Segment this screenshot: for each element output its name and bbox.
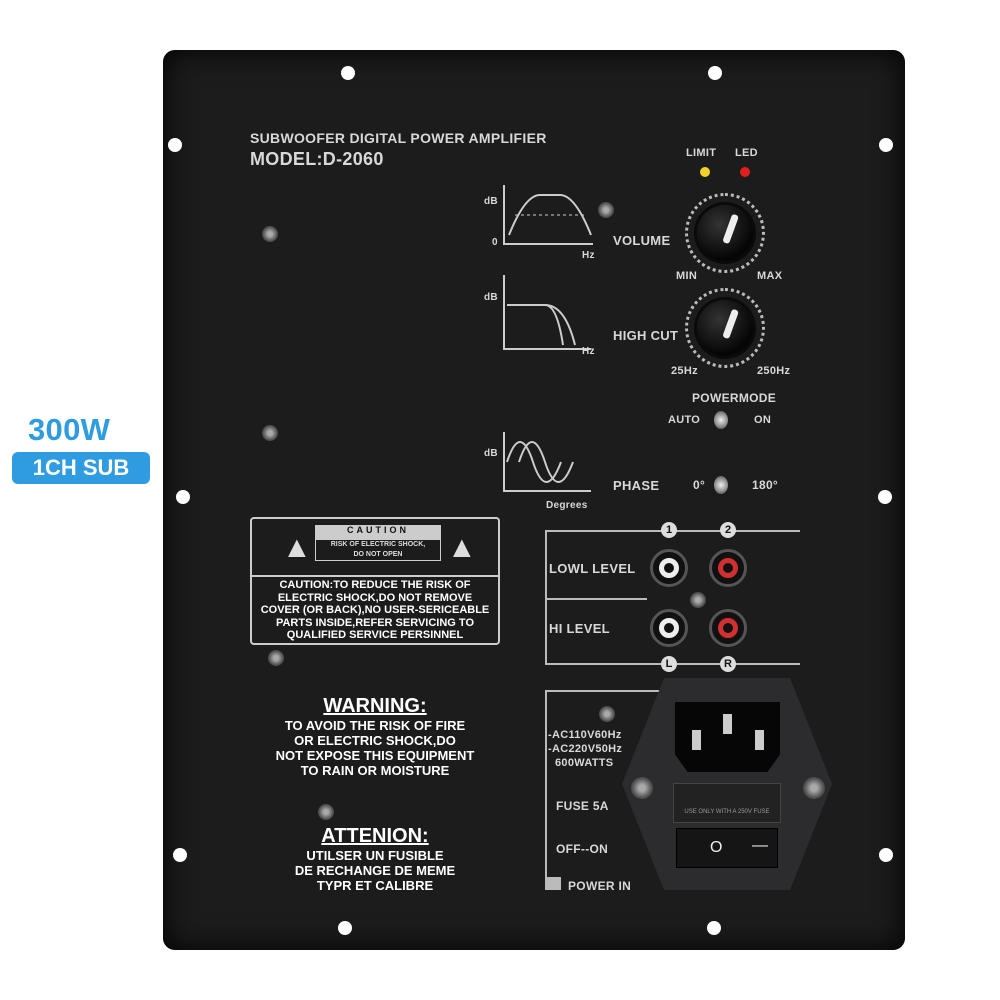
watts-label: 600WATTS bbox=[555, 757, 614, 769]
power-mode-label: POWERMODE bbox=[692, 391, 777, 405]
fuse-holder[interactable]: USE ONLY WITH A 250V FUSE bbox=[673, 783, 781, 823]
volume-graph-icon bbox=[503, 185, 593, 245]
rca-low-left-jack[interactable] bbox=[650, 549, 688, 587]
phase-zero-label: 0° bbox=[693, 478, 706, 492]
power-section bbox=[545, 690, 665, 890]
power-rocker-switch[interactable]: O — bbox=[676, 828, 778, 868]
power-rating: 300W bbox=[28, 412, 111, 447]
graph-x-label: Degrees bbox=[546, 500, 588, 511]
graph-y-label: dB bbox=[484, 196, 498, 207]
model-label: MODEL:D-2060 bbox=[250, 149, 384, 169]
auto-label: AUTO bbox=[668, 414, 701, 426]
channel-badge: 1CH SUB bbox=[12, 452, 150, 484]
left-marker: L bbox=[661, 656, 677, 672]
product-title: SUBWOOFER DIGITAL POWER AMPLIFIER bbox=[250, 130, 547, 146]
high-cut-knob[interactable] bbox=[697, 300, 753, 356]
phase-graph-icon bbox=[503, 432, 591, 492]
voltage-110-label: -AC110V60Hz bbox=[548, 729, 622, 741]
phase-max-label: 180° bbox=[752, 478, 779, 492]
fuse-label: FUSE 5A bbox=[556, 799, 609, 813]
channel-1-marker: 1 bbox=[661, 522, 677, 538]
low-level-label: LOWL LEVEL bbox=[549, 561, 636, 576]
power-in-label: POWER IN bbox=[568, 879, 632, 893]
channel-2-marker: 2 bbox=[720, 522, 736, 538]
volume-max-label: MAX bbox=[757, 270, 783, 282]
lightning-warning-icon: ▲ bbox=[282, 531, 312, 564]
high-cut-min-label: 25Hz bbox=[671, 365, 698, 377]
volume-knob[interactable] bbox=[697, 205, 753, 261]
led-label: LED bbox=[735, 147, 758, 159]
phase-switch[interactable] bbox=[714, 476, 728, 494]
volume-min-label: MIN bbox=[676, 270, 698, 282]
graph-x-label: Hz bbox=[582, 250, 595, 261]
high-cut-max-label: 250Hz bbox=[757, 365, 791, 377]
limit-label: LIMIT bbox=[686, 147, 717, 159]
power-socket[interactable] bbox=[675, 702, 780, 772]
rca-low-right-jack[interactable] bbox=[709, 549, 747, 587]
rca-hi-right-jack[interactable] bbox=[709, 609, 747, 647]
power-led bbox=[740, 167, 750, 177]
phase-label: PHASE bbox=[613, 478, 660, 493]
power-mode-switch[interactable] bbox=[714, 411, 728, 429]
on-label: ON bbox=[754, 414, 772, 426]
rca-hi-left-jack[interactable] bbox=[650, 609, 688, 647]
hi-level-label: HI LEVEL bbox=[549, 621, 610, 636]
high-cut-label: HIGH CUT bbox=[613, 328, 679, 343]
graph-zero-label: 0 bbox=[492, 237, 498, 248]
volume-label: VOLUME bbox=[613, 233, 671, 248]
graph-y-label: dB bbox=[484, 292, 498, 303]
graph-y-label: dB bbox=[484, 448, 498, 459]
right-marker: R bbox=[720, 656, 736, 672]
exclamation-warning-icon: ▲ bbox=[447, 531, 477, 564]
limit-led bbox=[700, 167, 710, 177]
caution-label: ▲ ▲ CAUTION RISK OF ELECTRIC SHOCK,DO NO… bbox=[250, 517, 500, 645]
switch-label: OFF--ON bbox=[556, 842, 609, 856]
graph-x-label: Hz bbox=[582, 346, 595, 357]
voltage-220-label: -AC220V50Hz bbox=[548, 743, 623, 755]
highcut-graph-icon bbox=[503, 275, 591, 350]
